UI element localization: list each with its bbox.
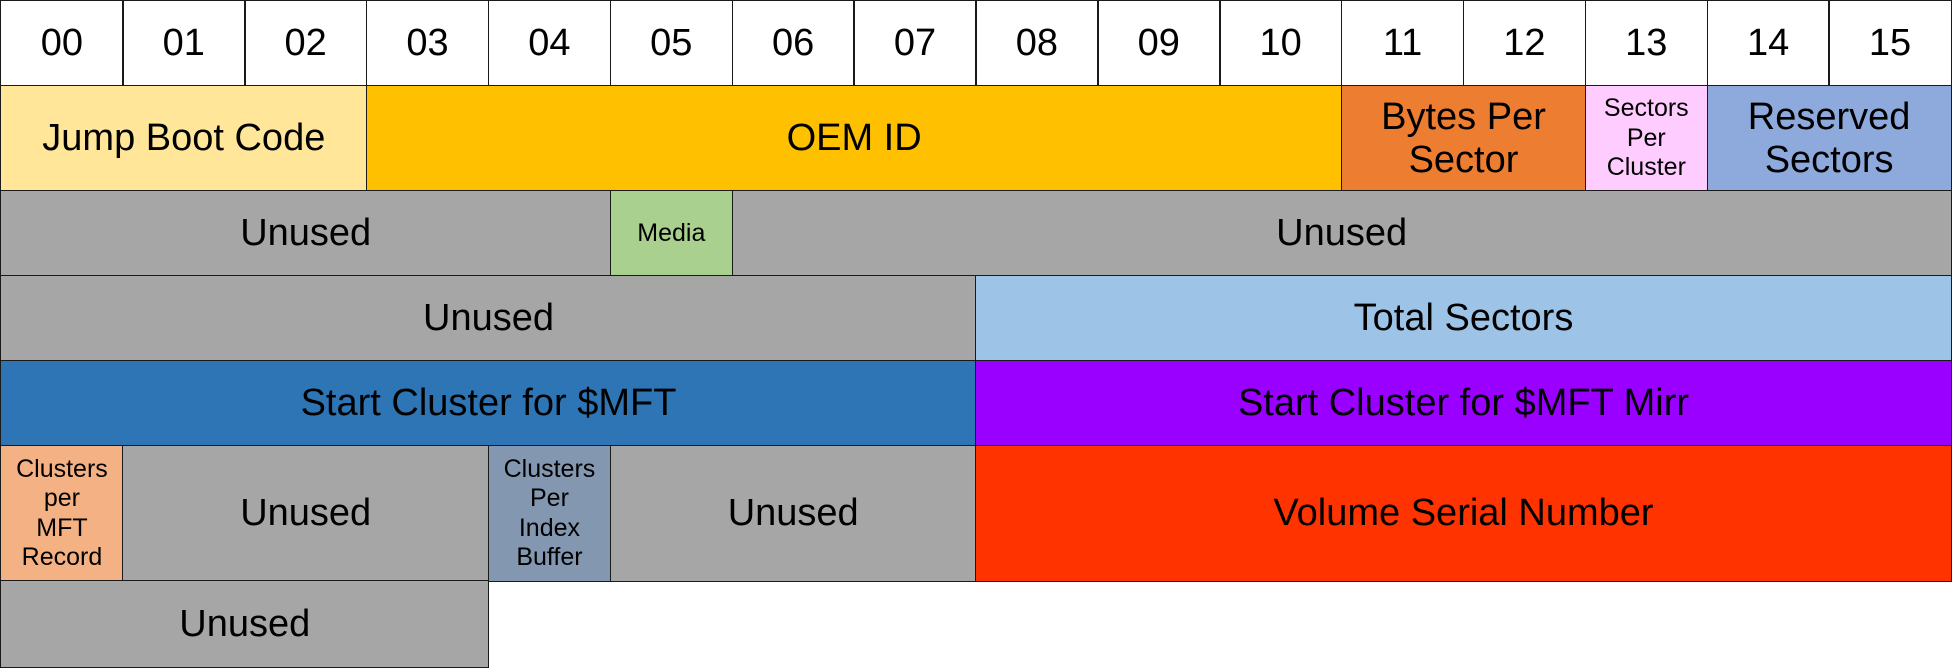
header-byte-14: 14 — [1706, 0, 1830, 87]
field-unused: Unused — [609, 445, 977, 582]
header-byte-09: 09 — [1097, 0, 1221, 87]
header-byte-13: 13 — [1584, 0, 1708, 87]
header-byte-12: 12 — [1462, 0, 1587, 87]
field-unused: Unused — [122, 445, 490, 582]
field-unused: Unused — [0, 275, 977, 362]
header-byte-03: 03 — [365, 0, 490, 87]
header-byte-10: 10 — [1219, 0, 1343, 87]
field-start-cluster-mft: Start Cluster for $MFT — [0, 360, 977, 447]
header-byte-00: 00 — [0, 0, 124, 87]
field-start-cluster-mft-mirr: Start Cluster for $MFT Mirr — [975, 360, 1952, 447]
field-unused: Unused — [0, 580, 490, 668]
field-jump-boot-code: Jump Boot Code — [0, 85, 368, 192]
header-byte-07: 07 — [853, 0, 977, 87]
header-byte-04: 04 — [487, 0, 612, 87]
header-byte-05: 05 — [609, 0, 733, 87]
field-reserved-sectors: Reserved Sectors — [1706, 85, 1952, 192]
field-clusters-per-mft-record: Clusters per MFT Record — [0, 445, 124, 582]
field-total-sectors: Total Sectors — [975, 275, 1952, 362]
field-bytes-per-sector: Bytes Per Sector — [1340, 85, 1587, 192]
field-unused: Unused — [731, 190, 1952, 277]
field-clusters-per-index-buffer: Clusters Per Index Buffer — [487, 445, 612, 582]
header-byte-11: 11 — [1340, 0, 1465, 87]
field-sectors-per-cluster: Sectors Per Cluster — [1584, 85, 1708, 192]
header-byte-06: 06 — [731, 0, 855, 87]
field-volume-serial-number: Volume Serial Number — [975, 445, 1952, 582]
field-unused: Unused — [0, 190, 612, 277]
header-byte-15: 15 — [1828, 0, 1952, 87]
field-media: Media — [609, 190, 733, 277]
empty-area — [489, 581, 1952, 667]
header-byte-01: 01 — [122, 0, 246, 87]
header-byte-08: 08 — [975, 0, 1099, 87]
header-byte-02: 02 — [244, 0, 368, 87]
field-oem-id: OEM ID — [365, 85, 1343, 192]
